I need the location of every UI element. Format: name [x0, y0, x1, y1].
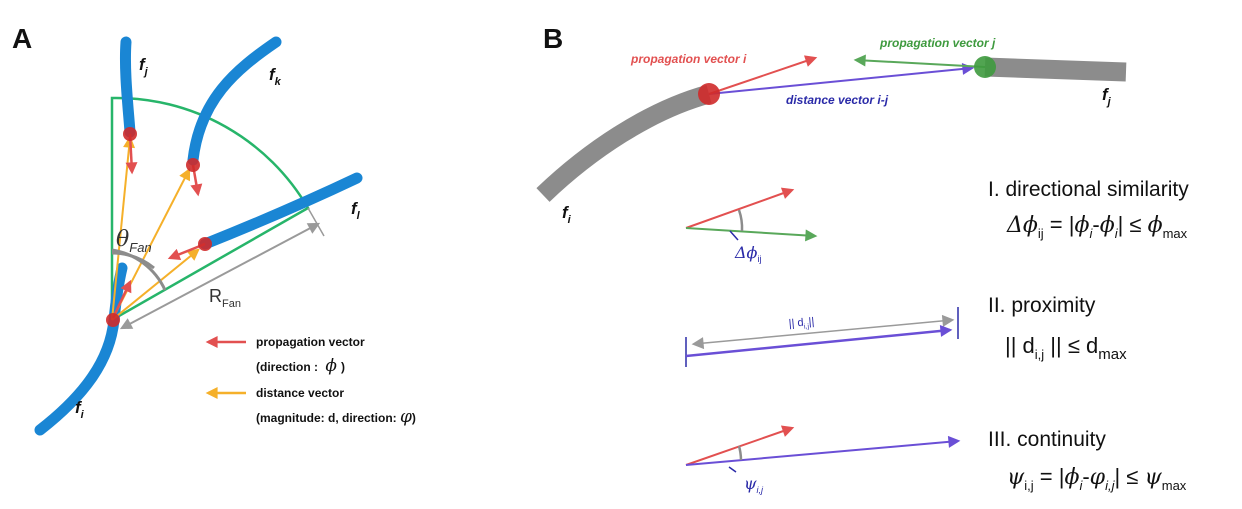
- prox-norm-arrow: [691, 314, 955, 350]
- criterion-2-title: II. proximity: [988, 294, 1096, 317]
- panel-a-label: A: [12, 23, 32, 54]
- fiber-j: [119, 36, 136, 138]
- node-fi: [106, 313, 120, 327]
- delta-phi-label: Δϕij: [734, 243, 761, 264]
- fan-sector: [110, 96, 310, 323]
- criterion-2-formula: || di,j || ≤ dmax: [1005, 333, 1127, 363]
- proximity-diagram: || di,j||: [685, 307, 959, 367]
- ds-angle-arc: [737, 209, 744, 232]
- criteria: I. directional similarity Δϕij = |ϕi-ϕi|…: [988, 178, 1189, 493]
- node-fl: [198, 237, 212, 251]
- legend-propagation-detail: (direction : ϕ): [256, 356, 345, 376]
- criterion-1-title: I. directional similarity: [988, 178, 1189, 201]
- label-fi: fi: [75, 398, 85, 421]
- fiber-k: [187, 36, 282, 166]
- propagation-vector-j: [853, 54, 986, 68]
- label-fiber-i: fi: [562, 203, 572, 226]
- fiber-l: [199, 172, 363, 250]
- legend-distance-detail: (magnitude: d, direction: φ): [256, 407, 416, 427]
- ds-label-pointer: [729, 230, 739, 241]
- cont-label-pointer: [728, 466, 737, 473]
- criterion-3-formula: ψi,j = |ϕi-φi,j| ≤ ψmax: [1007, 464, 1187, 493]
- legend-distance-label: distance vector: [256, 386, 344, 400]
- label-propagation-vector-i: propagation vector i: [630, 52, 747, 66]
- label-fj: fj: [139, 55, 149, 78]
- ds-propagation-j: [685, 227, 818, 242]
- panel-b: B propagation vector i propagation vecto…: [536, 23, 1189, 495]
- criterion-1-formula: Δϕij = |ϕi-ϕi| ≤ ϕmax: [1006, 212, 1188, 241]
- legend-propagation-label: propagation vector: [256, 335, 365, 349]
- d-norm-label: || di,j||: [788, 316, 815, 332]
- ds-propagation-i: [685, 187, 795, 229]
- cont-distance-vector: [685, 435, 961, 466]
- continuity-diagram: ψi,j: [685, 425, 961, 495]
- fiber-i: [34, 262, 128, 436]
- psi-label: ψi,j: [744, 474, 764, 495]
- propagation-vector-i: [708, 55, 818, 95]
- legend: propagation vector (direction : ϕ) dista…: [205, 335, 416, 427]
- fiber-j-gray: [984, 57, 1127, 82]
- propagation-vector-fi: [111, 279, 132, 319]
- distance-vector-ij: [708, 62, 975, 95]
- directional-similarity-diagram: Δϕij: [685, 187, 818, 264]
- panel-b-label: B: [543, 23, 563, 54]
- cont-angle-arc: [737, 445, 743, 461]
- fiber-i-gray: [536, 84, 712, 202]
- node-fk: [186, 158, 200, 172]
- prox-distance-vector: [685, 324, 953, 358]
- node-fj: [123, 127, 137, 141]
- label-distance-vector-ij: distance vector i-j: [786, 93, 889, 107]
- r-fan-label: RFan: [209, 286, 241, 310]
- node-j: [974, 56, 996, 78]
- r-fan-tick: [307, 207, 325, 237]
- theta-fan-label: θFan: [116, 227, 152, 255]
- label-propagation-vector-j: propagation vector j: [879, 36, 996, 50]
- r-fan-arrow: [119, 222, 321, 330]
- criterion-3-title: III. continuity: [988, 428, 1106, 451]
- label-fl: fl: [351, 199, 361, 222]
- label-fk: fk: [269, 65, 282, 88]
- node-i: [698, 83, 720, 105]
- panel-a: A fj fk fl fi θFan RFa: [12, 23, 416, 436]
- label-fiber-j: fj: [1102, 85, 1112, 108]
